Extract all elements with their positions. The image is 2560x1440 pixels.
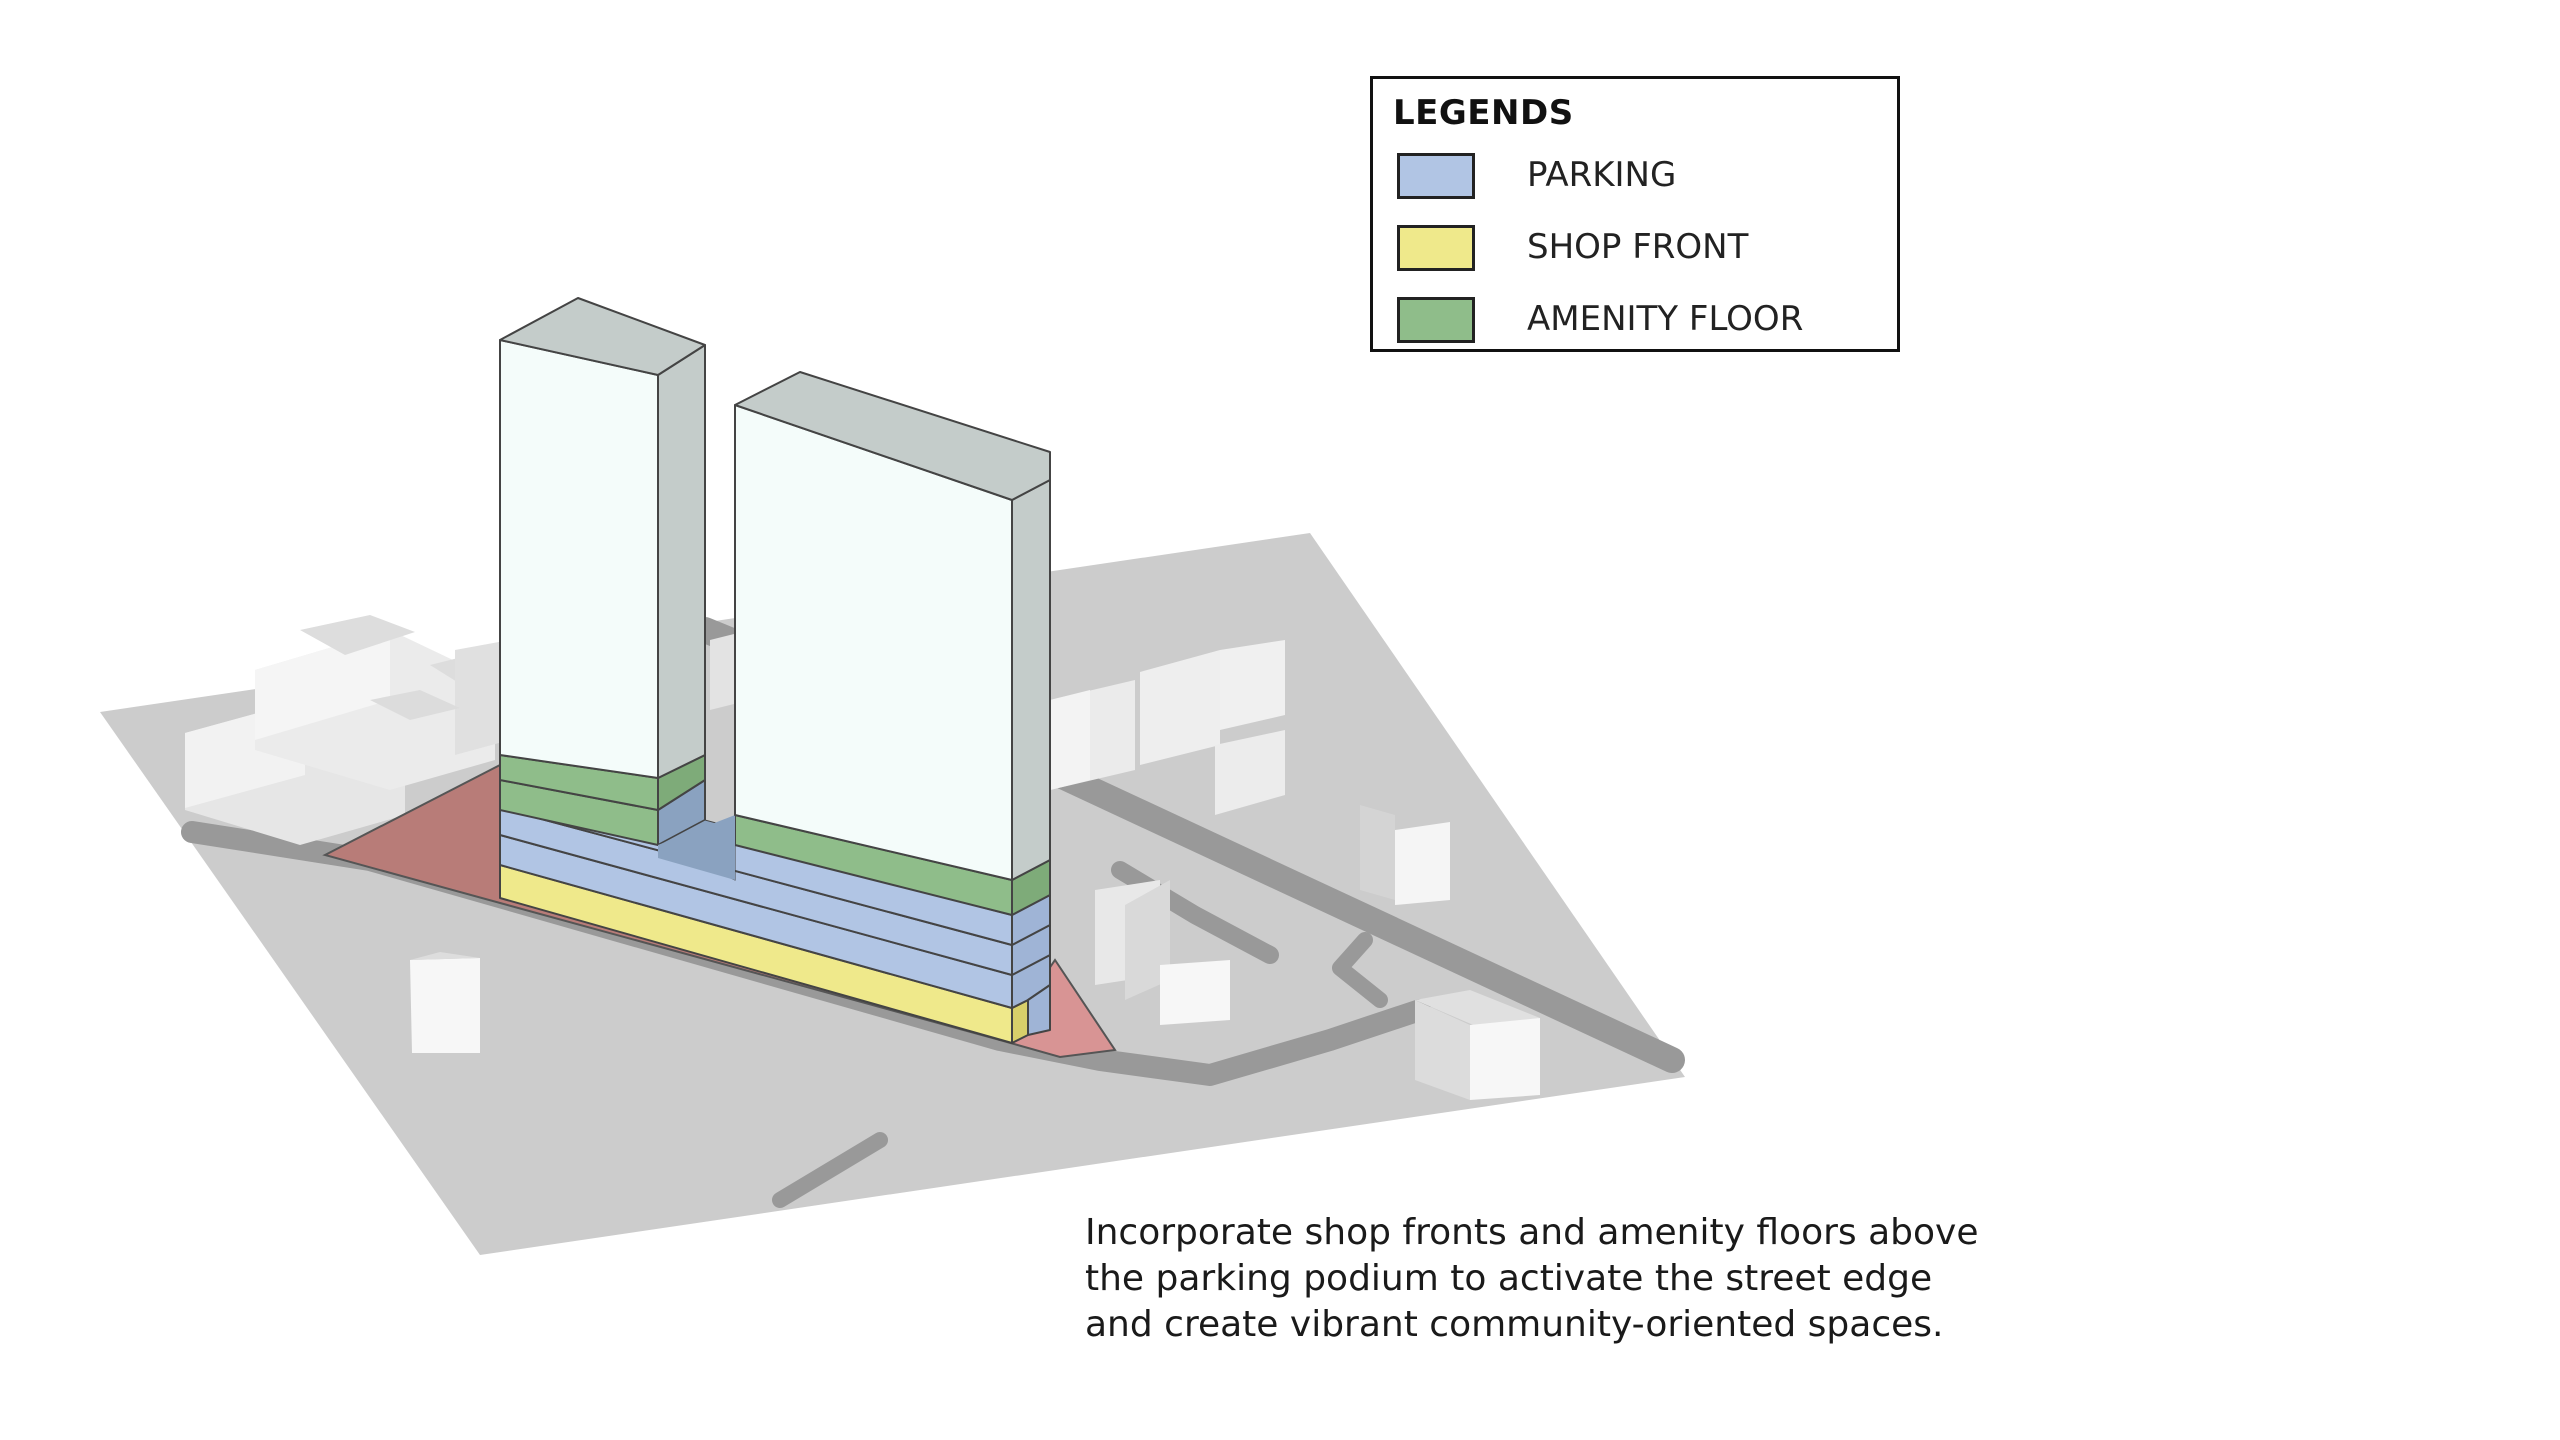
tower-east-side bbox=[1011, 479, 1051, 881]
legend: LEGENDS PARKING SHOP FRONT AMENITY FLOOR bbox=[1370, 76, 1900, 352]
amenity-floor-swatch bbox=[1397, 297, 1475, 343]
tower-west-side bbox=[657, 344, 706, 779]
legend-label-amenity-floor: AMENITY FLOOR bbox=[1527, 299, 1804, 339]
tower-east bbox=[658, 371, 1051, 916]
tower-west bbox=[499, 297, 706, 846]
legend-title: LEGENDS bbox=[1393, 93, 1574, 133]
context-buildings-east bbox=[410, 630, 1540, 1100]
parking-swatch bbox=[1397, 153, 1475, 199]
legend-item-shop-front: SHOP FRONT bbox=[1397, 225, 1877, 273]
caption: Incorporate shop fronts and amenity floo… bbox=[1085, 1212, 1979, 1345]
tower-west-front bbox=[499, 339, 659, 779]
legend-item-parking: PARKING bbox=[1397, 153, 1877, 201]
context-buildings-west bbox=[185, 615, 530, 845]
legend-label-parking: PARKING bbox=[1527, 155, 1677, 195]
legend-item-amenity-floor: AMENITY FLOOR bbox=[1397, 297, 1877, 345]
legend-label-shop-front: SHOP FRONT bbox=[1527, 227, 1749, 267]
shop-front-swatch bbox=[1397, 225, 1475, 271]
